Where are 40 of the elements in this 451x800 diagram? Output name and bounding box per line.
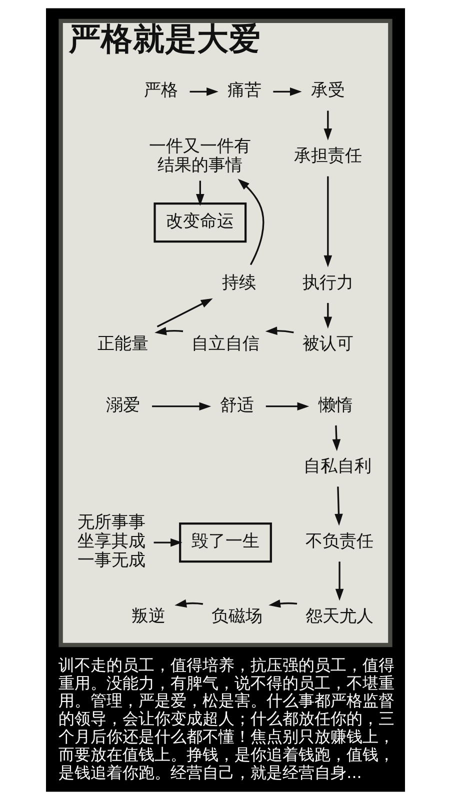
arrow	[334, 486, 343, 526]
arrow	[152, 402, 212, 410]
arrow	[268, 599, 298, 608]
node-text: 正能量	[98, 333, 149, 354]
caption: 训不走的员工，值得培养，抗压强的员工，值得重用。没能力，有脾气，说不得的员工，不堪重用。管理，严是爱，松是害。什么事都严格监督的领导，会让你变成超人；什么都放任你的，三个月后你还是什么都不懂！焦点别只放赚钱上，而要放在值钱上。挣钱，是你追着钱跑，值钱，是钱追着你跑。经营自己，就是经营自身...	[58, 655, 395, 782]
node-text: 自立自信	[192, 333, 260, 354]
arrow	[190, 88, 218, 96]
node-text: 怨天尤人	[306, 606, 374, 626]
arrow	[273, 88, 302, 96]
arrow	[266, 402, 310, 410]
arrow	[324, 302, 332, 329]
node-text: 严格	[144, 80, 178, 100]
arrow	[154, 327, 184, 336]
arrow	[196, 180, 204, 206]
node-text: 痛苦	[228, 80, 262, 100]
node-text: 无所事事 坐享其成 一事无成	[77, 512, 146, 570]
node-text: 被认可	[302, 333, 354, 354]
node-text: 执行力	[302, 272, 354, 292]
node-text: 承受	[310, 80, 345, 100]
arrow	[335, 562, 344, 601]
node-text: 自私自利	[303, 456, 372, 476]
node-box: 毁了一生	[179, 522, 272, 563]
node-text: 持续	[222, 272, 256, 292]
node-text: 承担责任	[294, 145, 362, 166]
arrow	[265, 326, 294, 335]
node-text: 不负责任	[306, 530, 374, 551]
node-text: 溺爱	[106, 394, 140, 414]
node-text: 叛逆	[131, 606, 166, 626]
arrow	[238, 178, 264, 266]
node-text: 一件又一件有结果的事情	[149, 136, 252, 175]
node-text: 负磁场	[212, 606, 263, 626]
arrow	[324, 110, 332, 140]
arrow	[156, 298, 213, 328]
node-box: 改变命运	[154, 202, 247, 243]
arrow	[174, 599, 204, 608]
arrow	[154, 538, 182, 547]
node-text: 懒惰	[318, 394, 352, 414]
node-text: 舒适	[220, 394, 254, 414]
arrow	[332, 425, 341, 452]
arrow	[324, 176, 332, 268]
